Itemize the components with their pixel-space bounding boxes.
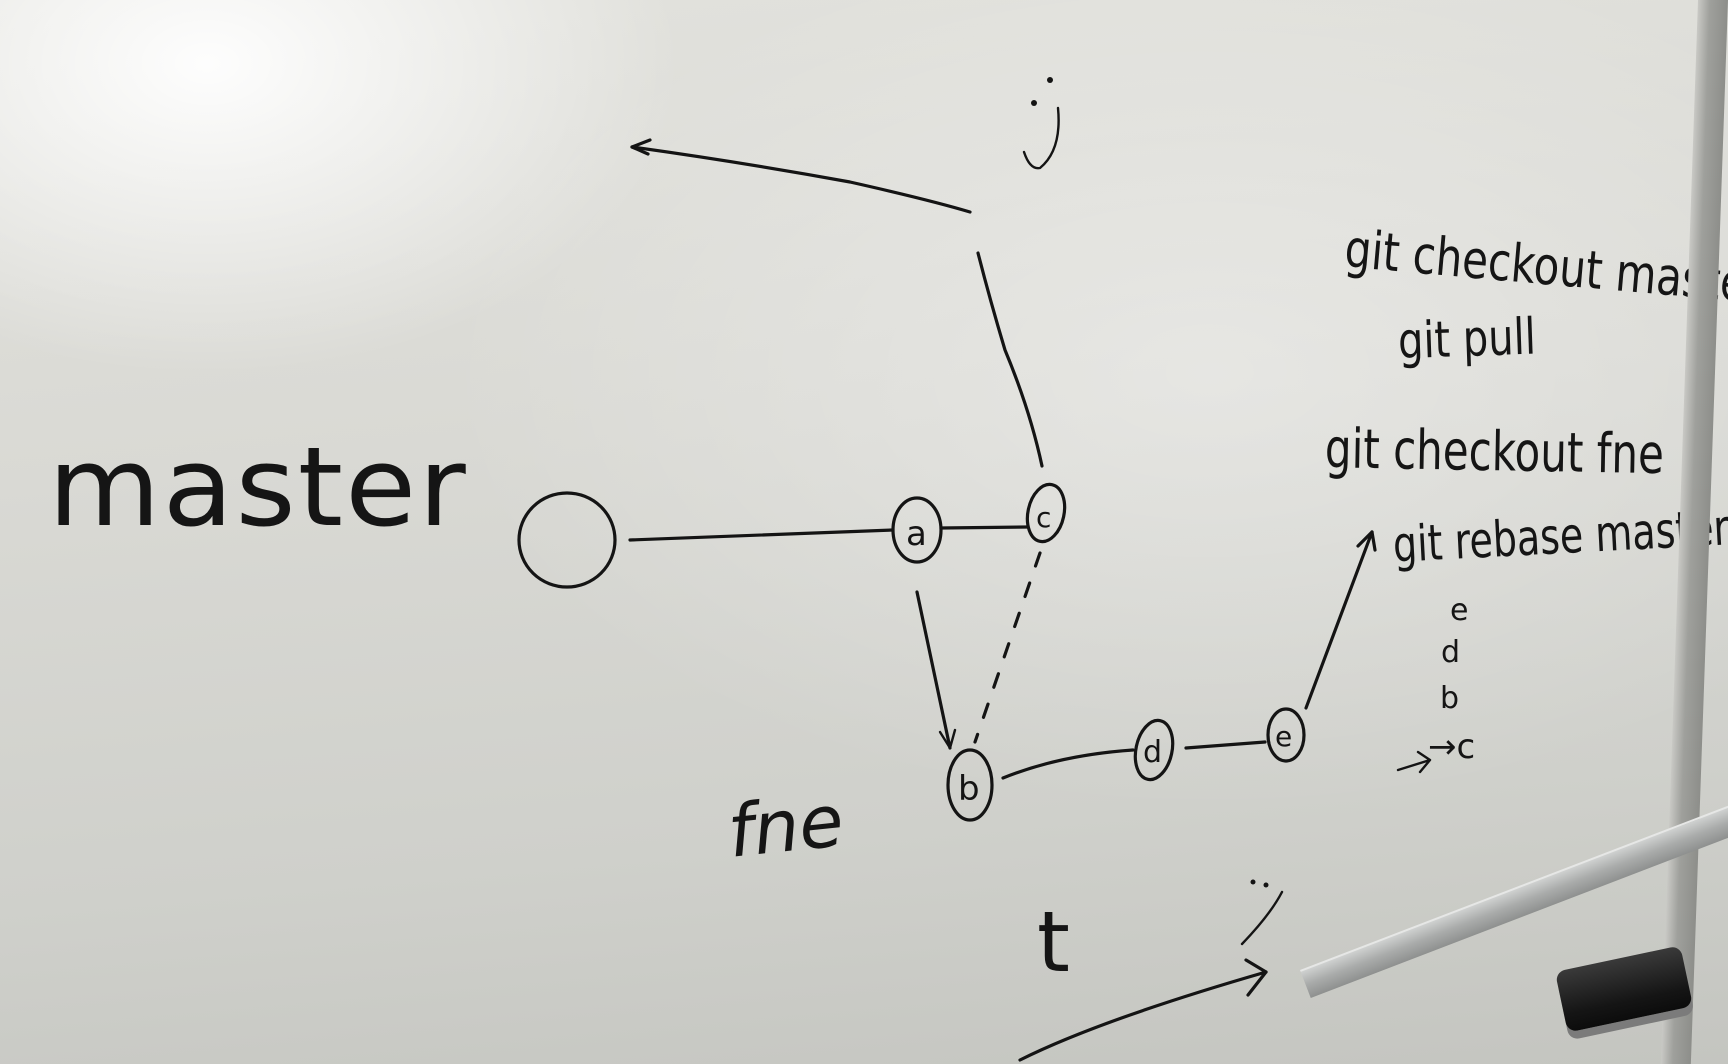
node-fine-d bbox=[1133, 718, 1175, 782]
node-e-label: e bbox=[1275, 720, 1292, 753]
smiley-bottom-icon bbox=[1240, 879, 1284, 946]
time-arrow-line bbox=[1018, 970, 1268, 1062]
rebase-arrow bbox=[1304, 530, 1374, 710]
node-c-label: c bbox=[1036, 501, 1051, 534]
node-fine-e bbox=[1266, 707, 1306, 763]
branch-label-fine: fne bbox=[723, 778, 848, 874]
node-a-label: a bbox=[906, 514, 927, 554]
edge-a-c bbox=[939, 525, 1030, 530]
rebase-order-item: b bbox=[1440, 681, 1460, 716]
rebase-arrow-head bbox=[1356, 530, 1377, 552]
edge-a-b bbox=[915, 590, 952, 750]
top-arrow-head bbox=[630, 138, 652, 156]
order-pointer-arrow bbox=[1396, 750, 1432, 774]
node-d-label: d bbox=[1143, 735, 1162, 770]
node-master-root bbox=[517, 491, 617, 589]
top-arrow-line bbox=[630, 145, 972, 214]
node-master-c bbox=[1025, 482, 1067, 544]
edge-c-b-dashed bbox=[973, 551, 1042, 744]
command-pull: git pull bbox=[1396, 308, 1537, 371]
command-checkout-fine: git checkout fne bbox=[1324, 416, 1665, 487]
edge-a-b-arrowhead bbox=[938, 728, 957, 750]
branch-label-master: master bbox=[48, 423, 468, 551]
node-master-a bbox=[891, 496, 943, 564]
edge-d-e bbox=[1184, 740, 1267, 750]
node-fine-b bbox=[946, 748, 994, 822]
edge-b-d bbox=[1001, 748, 1135, 780]
rebase-order-item: d bbox=[1441, 635, 1461, 670]
node-b-label: b bbox=[958, 769, 980, 809]
rebase-order-item: →c bbox=[1428, 727, 1476, 767]
time-axis-label: t bbox=[1037, 893, 1070, 991]
edge-c-up bbox=[976, 251, 1044, 468]
smiley-top-icon bbox=[1022, 77, 1060, 170]
rebase-order-item: e bbox=[1450, 593, 1469, 628]
edge-root-a bbox=[628, 528, 895, 542]
time-arrow-head bbox=[1244, 958, 1268, 997]
